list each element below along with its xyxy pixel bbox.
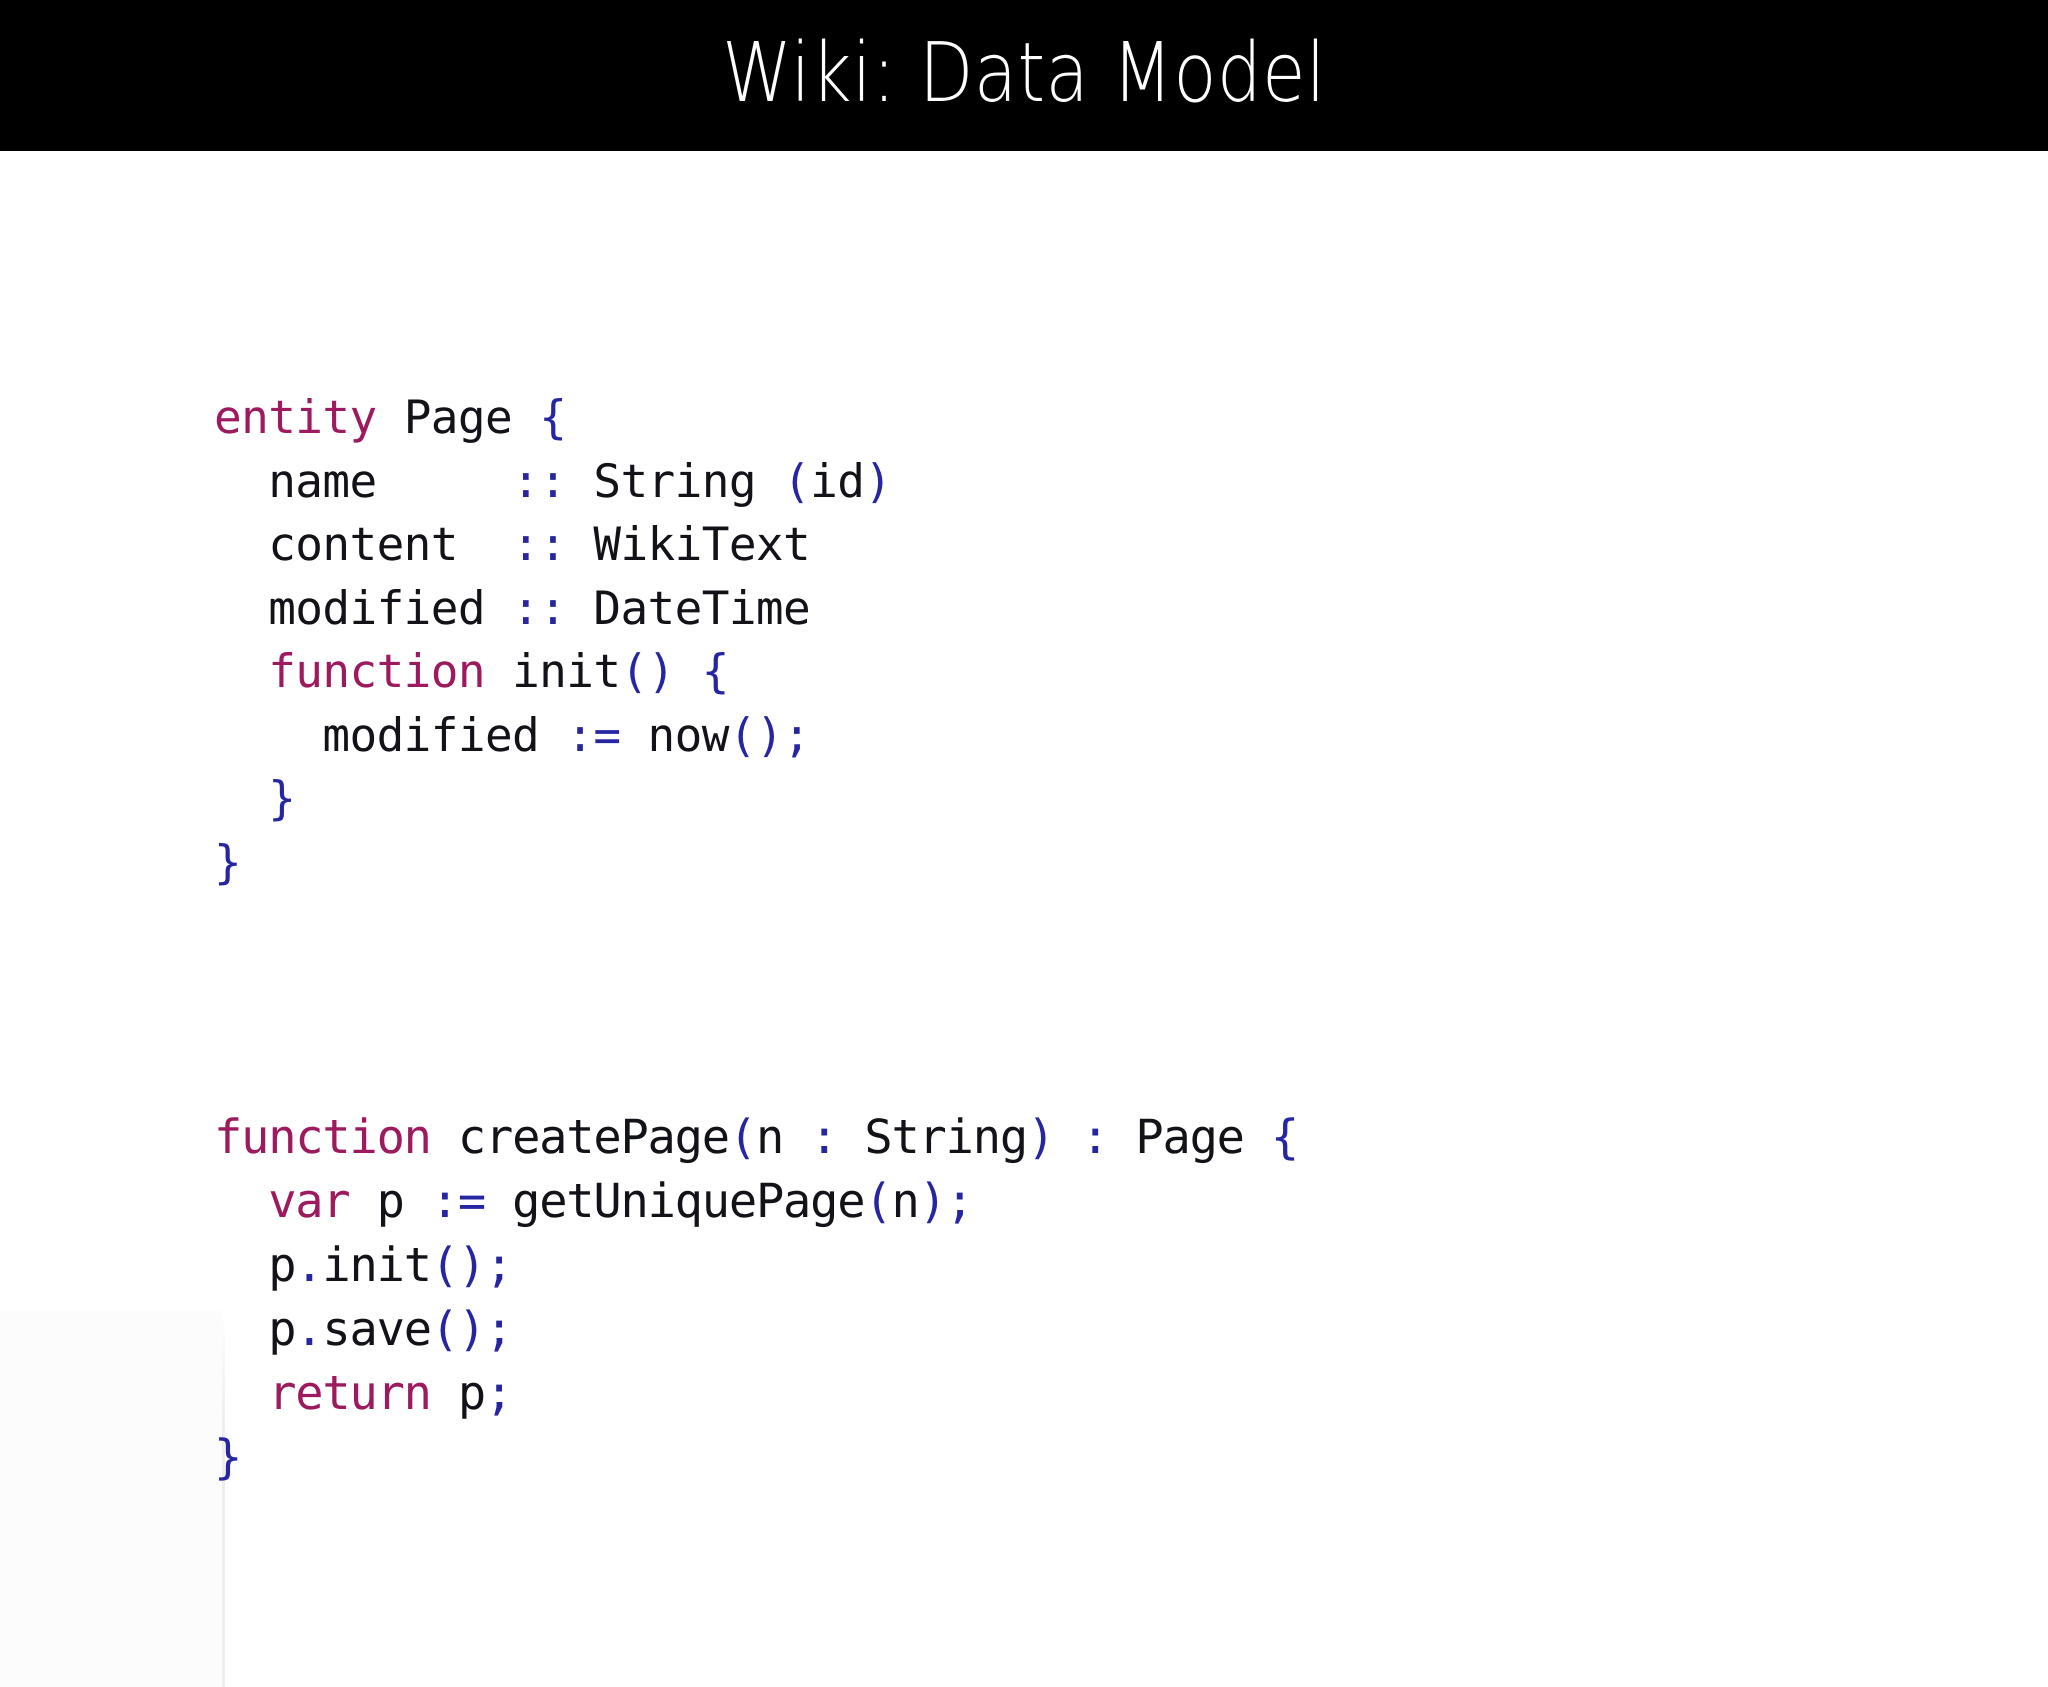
page-edge-shade: [0, 1311, 222, 1687]
entity-code-token: }: [268, 771, 296, 825]
function-code-token: [214, 1366, 268, 1421]
entity-code-token: ): [864, 453, 892, 508]
entity-code-token: ::: [512, 517, 567, 571]
function-code-token: p: [214, 1238, 296, 1293]
entity-code-token: [214, 771, 268, 825]
code-block-entity-page: entity Page { name :: String (id) conten…: [214, 386, 892, 895]
entity-code-token: now: [620, 707, 730, 762]
entity-code-line: }: [214, 767, 891, 831]
function-code-token: [1054, 1110, 1081, 1165]
entity-code-token: function: [268, 644, 485, 698]
entity-code-token: modified: [214, 707, 567, 762]
entity-code-token: [512, 390, 539, 444]
function-code-token: [214, 1174, 268, 1229]
entity-code-line: function init() {: [214, 640, 891, 704]
function-code-token: :: [810, 1110, 838, 1165]
code-block-create-page: function createPage(n : String) : Page {…: [214, 1106, 1299, 1490]
function-code-token: (: [864, 1174, 892, 1229]
entity-code-token: {: [539, 390, 567, 444]
slide-body: entity Page { name :: String (id) conten…: [0, 151, 2048, 1687]
function-code-token: ();: [430, 1302, 514, 1357]
function-code-token: :=: [430, 1174, 486, 1229]
function-code-token: var: [268, 1174, 351, 1229]
function-code-line: return p;: [214, 1362, 1298, 1426]
function-code-line: p.save();: [214, 1298, 1298, 1362]
entity-code-line: modified := now();: [214, 704, 891, 768]
function-code-token: :: [1081, 1110, 1109, 1165]
entity-code-token: Page: [403, 390, 513, 444]
function-code-token: ): [1026, 1110, 1055, 1165]
entity-code-token: ::: [512, 580, 567, 635]
entity-code-token: [675, 644, 702, 698]
entity-code-token: id: [810, 453, 865, 508]
function-code-token: n: [891, 1174, 919, 1229]
entity-code-token: entity: [214, 390, 377, 444]
entity-code-token: ();: [728, 707, 811, 762]
entity-code-token: name: [214, 453, 513, 508]
entity-code-token: WikiText: [566, 517, 811, 571]
entity-code-token: modified: [214, 580, 513, 635]
entity-code-token: [377, 390, 404, 444]
function-code-token: (: [728, 1110, 757, 1165]
function-code-line: }: [214, 1426, 1298, 1490]
function-code-line: function createPage(n : String) : Page {: [214, 1106, 1299, 1170]
function-code-token: p: [349, 1174, 431, 1229]
entity-code-token: :=: [566, 707, 621, 762]
function-code-line: p.init();: [214, 1234, 1298, 1298]
entity-code-token: (: [783, 453, 811, 508]
function-code-token: init: [322, 1238, 432, 1293]
entity-code-line: entity Page {: [214, 386, 891, 450]
function-code-token: Page: [1108, 1110, 1271, 1165]
entity-code-token: DateTime: [566, 580, 811, 635]
function-code-token: getUniquePage: [485, 1174, 865, 1229]
entity-code-line: modified :: DateTime: [214, 577, 891, 641]
function-code-token: p: [430, 1366, 486, 1421]
entity-code-line: }: [214, 831, 891, 895]
function-code-token: n: [755, 1110, 811, 1165]
function-code-token: .: [295, 1302, 323, 1357]
function-code-token: createPage: [430, 1110, 730, 1165]
function-code-token: }: [214, 1430, 242, 1485]
function-code-token: ;: [485, 1366, 513, 1421]
function-code-line: var p := getUniquePage(n);: [214, 1170, 1298, 1234]
entity-code-token: content: [214, 517, 513, 571]
entity-code-token: }: [214, 834, 242, 889]
function-code-token: );: [918, 1174, 974, 1229]
function-code-token: save: [322, 1302, 432, 1357]
function-code-token: return: [268, 1366, 432, 1421]
page-title: Wiki: Data Model: [722, 25, 1326, 121]
entity-code-token: ::: [512, 453, 567, 508]
function-code-token: function: [214, 1110, 432, 1165]
entity-code-token: [214, 644, 268, 698]
entity-code-token: {: [701, 644, 730, 698]
entity-code-token: init: [484, 644, 621, 698]
function-code-token: {: [1270, 1110, 1299, 1165]
entity-code-token: (): [620, 644, 675, 698]
title-bar: Wiki: Data Model: [0, 0, 2048, 151]
entity-code-line: content :: WikiText: [214, 513, 891, 577]
entity-code-line: name :: String (id): [214, 450, 892, 514]
function-code-token: p: [214, 1302, 296, 1357]
function-code-token: String: [837, 1110, 1028, 1165]
entity-code-token: String: [566, 453, 784, 508]
function-code-token: .: [295, 1238, 323, 1293]
function-code-token: ();: [430, 1238, 514, 1293]
